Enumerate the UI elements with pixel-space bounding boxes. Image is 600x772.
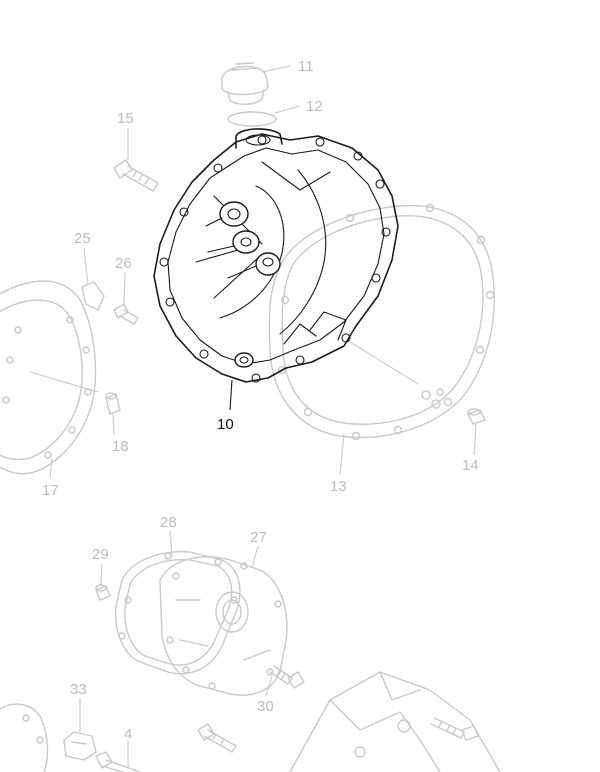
callout-28: 28 (160, 514, 177, 531)
gasket-17 (0, 280, 97, 475)
dowel-18 (105, 392, 121, 415)
callout-17: 17 (42, 482, 59, 499)
clip-33 (63, 731, 97, 761)
bolt-lower-center (197, 723, 237, 753)
bolt-26 (113, 303, 139, 325)
callout-33: 33 (70, 681, 87, 698)
engine-case-fragment (289, 671, 501, 772)
callout-10: 10 (217, 416, 234, 433)
bolt-4 (95, 751, 141, 772)
bolt-30 (269, 665, 305, 689)
gasket-13 (268, 203, 495, 441)
dowel-14 (467, 408, 486, 425)
cover-27 (159, 556, 288, 696)
oil-filler-cap (221, 62, 269, 105)
clamp-25 (81, 281, 105, 311)
callout-26: 26 (115, 255, 132, 272)
callout-25: 25 (74, 230, 91, 247)
gasket-lower-left (0, 703, 49, 772)
callout-18: 18 (112, 438, 129, 455)
clutch-cover-10 (153, 128, 399, 383)
dowel-29 (95, 584, 111, 601)
callout-4: 4 (124, 726, 132, 743)
callout-13: 13 (330, 478, 347, 495)
bolt-15 (113, 159, 159, 192)
bolt-lower-right (430, 717, 479, 741)
o-ring (227, 111, 277, 127)
callout-11: 11 (298, 58, 314, 75)
callout-12: 12 (306, 98, 323, 115)
callout-29: 29 (92, 546, 109, 563)
gasket-28 (115, 551, 241, 675)
callout-15: 15 (117, 110, 134, 127)
leader-10 (229, 379, 233, 411)
callout-27: 27 (250, 529, 267, 546)
callout-14: 14 (462, 457, 479, 474)
callout-30: 30 (257, 698, 274, 715)
